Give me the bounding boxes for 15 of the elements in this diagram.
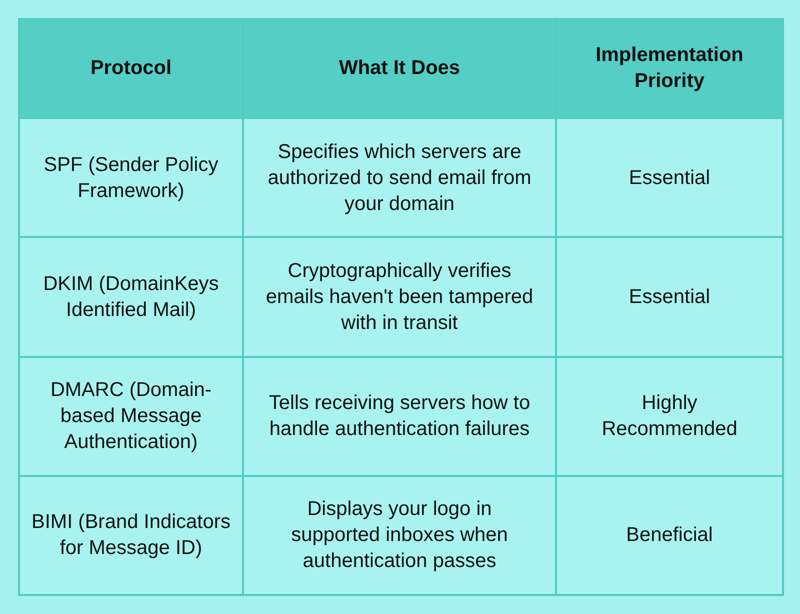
protocol-name: DMARC (Domain-based Message Authentication) — [19, 356, 243, 476]
column-header: Implementation Priority — [556, 18, 783, 118]
priority-text: Highly Recommended — [556, 356, 783, 476]
priority-text: Essential — [556, 237, 783, 356]
priority-text: Beneficial — [556, 476, 783, 595]
column-header: What It Does — [243, 18, 556, 118]
protocol-name: SPF (Sender Policy Framework) — [19, 118, 243, 238]
protocol-name: DKIM (DomainKeys Identified Mail) — [19, 237, 243, 356]
description-text: Tells receiving servers how to handle authentication failures — [243, 356, 556, 476]
protocol-name: BIMI (Brand Indicators for Message ID) — [19, 476, 243, 595]
column-header: Protocol — [19, 18, 243, 118]
description-text: Specifies which servers are authorized to send email from your domain — [243, 118, 556, 238]
priority-text: Essential — [556, 118, 783, 238]
description-text: Cryptographically verifies emails haven't been tampered with in transit — [243, 237, 556, 356]
description-text: Displays your logo in supported inboxes when authentication passes — [243, 476, 556, 595]
